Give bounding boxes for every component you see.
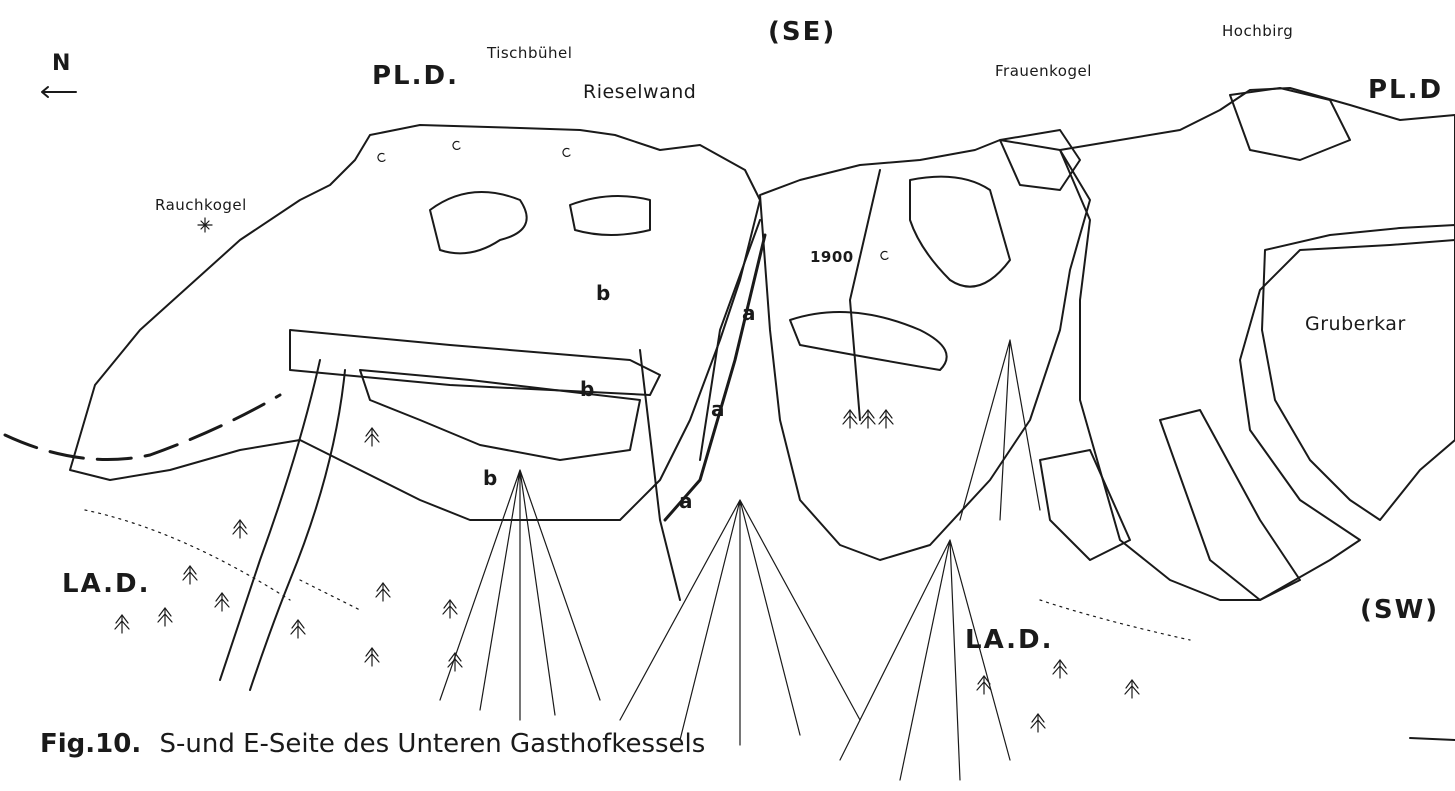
gridded-summit	[1000, 130, 1080, 190]
tree-icon	[215, 593, 229, 611]
tree-icon	[365, 428, 379, 446]
tree-icon	[158, 608, 172, 626]
gruberkar-area	[1262, 225, 1455, 520]
debris-fan-4	[960, 340, 1040, 520]
cliff-band-left	[430, 192, 527, 253]
marker-a-middle: a	[711, 397, 725, 421]
tree-icon	[1053, 660, 1067, 678]
tree-icon	[233, 520, 247, 538]
massif-left	[70, 125, 760, 520]
tree-icon	[861, 410, 875, 428]
fossil-icon	[563, 148, 570, 156]
debris-fan-1	[440, 470, 600, 720]
north-label: N	[52, 51, 71, 76]
tree-icon	[443, 600, 457, 618]
pld-right-label: PL.D	[1368, 75, 1443, 105]
tree-icon	[1031, 714, 1045, 732]
tree-icon	[879, 410, 893, 428]
figure-caption: Fig.10. S-und E-Seite des Unteren Gastho…	[40, 729, 705, 759]
tree-icon	[1125, 680, 1139, 698]
fossil-marks	[378, 141, 888, 259]
tree-icon	[291, 620, 305, 638]
marker-b-lower: b	[483, 466, 497, 490]
massif-center	[760, 140, 1090, 560]
fault-line	[665, 235, 765, 520]
marker-b-upper: b	[596, 281, 610, 305]
tree-icon	[977, 676, 991, 694]
elevation-label: 1900	[810, 248, 854, 266]
lad-right-label: LA.D.	[965, 625, 1054, 655]
massif-right	[1060, 88, 1455, 600]
cliff-band-hochbirg	[1230, 88, 1350, 160]
hochbirg-label: Hochbirg	[1222, 22, 1293, 40]
figure-caption-text: S-und E-Seite des Unteren Gasthofkessels	[160, 729, 706, 759]
cliff-band-frauenkogel	[910, 177, 1010, 287]
figure-number: Fig.10.	[40, 729, 141, 759]
rauchkogel-label: Rauchkogel	[155, 196, 247, 214]
marker-a-upper: a	[742, 301, 756, 325]
southeast-label: (SE)	[768, 17, 836, 47]
tree-icon	[448, 653, 462, 671]
lad-left-label: LA.D.	[62, 569, 151, 599]
tree-icon	[183, 566, 197, 584]
cliff-band-center	[790, 312, 947, 370]
gully-right	[1160, 410, 1300, 600]
pld-left-label: PL.D.	[372, 61, 459, 91]
tree-icon	[365, 648, 379, 666]
debris-fan-3	[840, 540, 1010, 780]
fossil-icon	[378, 153, 385, 161]
cliff-band-tischbuehel	[570, 196, 650, 235]
ground-line	[1410, 738, 1455, 740]
tree-icon	[115, 615, 129, 633]
stream-left-b	[250, 370, 345, 690]
tischbuehel-label: Tischbühel	[486, 44, 572, 62]
debris-fan-2	[620, 500, 860, 745]
tree-icon	[376, 583, 390, 601]
gridded-block	[360, 370, 640, 460]
frauenkogel-label: Frauenkogel	[995, 62, 1092, 80]
rieselwand-label: Rieselwand	[583, 81, 696, 103]
marker-b-middle: b	[580, 377, 594, 401]
southwest-label: (SW)	[1360, 595, 1439, 625]
summit-star-icon	[198, 218, 212, 232]
gruberkar-label: Gruberkar	[1305, 313, 1406, 335]
fossil-icon	[453, 141, 460, 149]
marker-a-lower: a	[679, 489, 693, 513]
limestone-bed	[290, 330, 660, 395]
forest-trees	[115, 410, 1139, 732]
tree-icon	[843, 410, 857, 428]
forest-boundary-right	[1040, 600, 1190, 640]
north-arrow-icon	[42, 87, 76, 97]
gully-center	[1040, 450, 1130, 560]
fossil-icon	[881, 251, 888, 259]
